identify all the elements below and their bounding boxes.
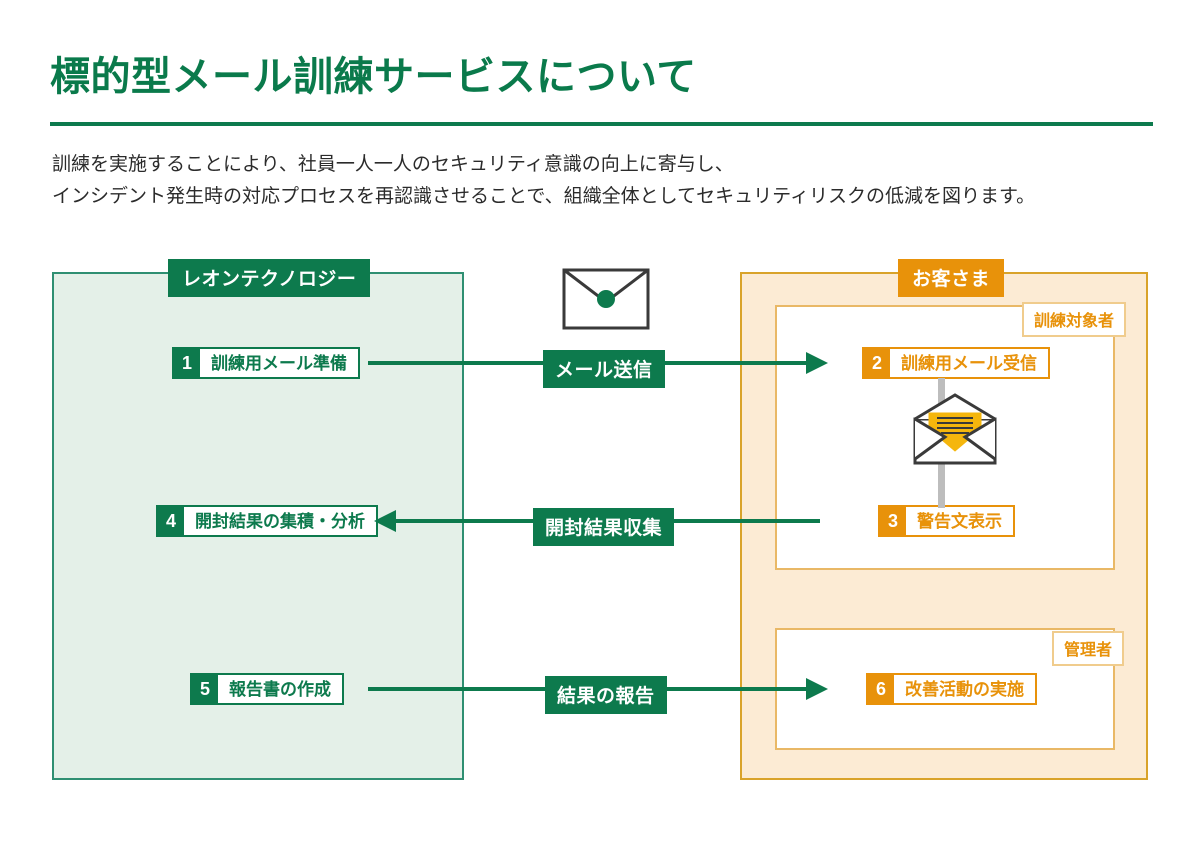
step-5-number: 5 bbox=[192, 675, 218, 703]
arrow-head-right-icon bbox=[806, 352, 828, 374]
step-6-label: 改善活動の実施 bbox=[905, 679, 1024, 699]
trainee-subbox-label: 訓練対象者 bbox=[1022, 302, 1127, 337]
step-2-label: 訓練用メール受信 bbox=[901, 353, 1037, 373]
flow-label-report-results: 結果の報告 bbox=[545, 676, 667, 714]
step-5-create-report[interactable]: 5 報告書の作成 bbox=[190, 673, 344, 705]
title-divider bbox=[50, 122, 1153, 126]
arrow-head-left-icon bbox=[374, 510, 396, 532]
open-envelope-warning-icon bbox=[913, 393, 997, 465]
step-4-label: 開封結果の集積・分析 bbox=[195, 511, 365, 531]
flow-label-send-mail: メール送信 bbox=[543, 350, 665, 388]
intro-text-line-1: 訓練を実施することにより、社員一人一人のセキュリティ意識の向上に寄与し、 bbox=[52, 154, 734, 175]
step-3-number: 3 bbox=[880, 507, 906, 535]
step-6-number: 6 bbox=[868, 675, 894, 703]
provider-panel-label: レオンテクノロジー bbox=[168, 259, 371, 297]
step-3-display-warning[interactable]: 3 警告文表示 bbox=[878, 505, 1015, 537]
step-2-receive-training-mail[interactable]: 2 訓練用メール受信 bbox=[862, 347, 1050, 379]
arrow-head-right-icon bbox=[806, 678, 828, 700]
step-6-implement-improvements[interactable]: 6 改善活動の実施 bbox=[866, 673, 1037, 705]
customer-panel-label: お客さま bbox=[898, 259, 1005, 297]
step-4-number: 4 bbox=[158, 507, 184, 535]
page-title: 標的型メール訓練サービスについて bbox=[50, 55, 697, 99]
step-1-label: 訓練用メール準備 bbox=[211, 353, 347, 373]
step-3-label: 警告文表示 bbox=[917, 511, 1002, 531]
flow-label-collect-results: 開封結果収集 bbox=[533, 508, 675, 546]
sealed-envelope-icon bbox=[562, 268, 650, 330]
intro-text-line-2: インシデント発生時の対応プロセスを再認識させることで、組織全体としてセキュリティ… bbox=[52, 186, 1036, 207]
step-5-label: 報告書の作成 bbox=[229, 679, 331, 699]
admin-subbox-label: 管理者 bbox=[1052, 631, 1125, 666]
step-1-prepare-training-mail[interactable]: 1 訓練用メール準備 bbox=[172, 347, 360, 379]
step-2-number: 2 bbox=[864, 349, 890, 377]
step-1-number: 1 bbox=[174, 349, 200, 377]
step-4-aggregate-analyze-results[interactable]: 4 開封結果の集積・分析 bbox=[156, 505, 378, 537]
